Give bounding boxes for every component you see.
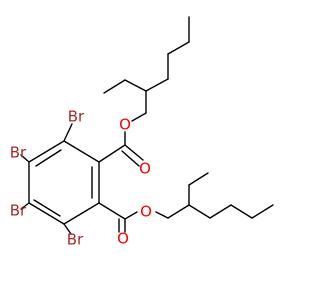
alkyl-chain-bond	[167, 41, 190, 55]
bromine-label-upper-left: Br	[10, 144, 27, 162]
ring-double-bond	[35, 149, 62, 167]
ester-oxygen-bond	[155, 211, 169, 219]
bromine-bond	[20, 202, 30, 210]
alkyl-chain-bond	[145, 78, 169, 92]
ester-bond	[98, 144, 126, 163]
oxygen-label-upper-carbonyl: O	[139, 160, 151, 178]
ring-bond	[63, 140, 100, 163]
alkyl-chain-bond	[188, 172, 209, 186]
ring-double-bond	[33, 199, 61, 217]
alkyl-chain-bond	[209, 204, 232, 219]
bromine-bond	[63, 123, 73, 142]
ring-bond	[63, 202, 100, 225]
oxygen-label-upper-ester: O	[119, 116, 131, 134]
alkyl-chain-bond	[230, 204, 253, 219]
alkyl-chain-bond	[124, 79, 147, 92]
alkyl-chain-bond	[167, 204, 190, 219]
ester-bond	[98, 202, 126, 220]
oxygen-label-lower-ester: O	[140, 203, 152, 221]
bromine-label-bottom: Br	[67, 231, 84, 249]
ester-oxygen-bond	[131, 112, 147, 122]
bromine-bond	[20, 154, 30, 163]
alkyl-chain-bond	[251, 204, 274, 219]
bond-lines	[20, 16, 274, 235]
alkyl-chain-bond	[188, 204, 211, 219]
bromine-bond	[63, 223, 72, 235]
oxygen-label-lower-carbonyl: O	[117, 230, 129, 248]
ring-bond	[28, 140, 65, 163]
ring-bond	[28, 202, 65, 225]
chemical-structure-diagram: Br Br Br Br O O O O	[10, 16, 274, 249]
carbonyl-double-bond	[124, 144, 144, 161]
ester-oxygen-bond	[124, 211, 138, 220]
carbonyl-double-bond	[121, 150, 140, 167]
alkyl-chain-bond	[103, 79, 126, 94]
bromine-label-top: Br	[68, 108, 85, 126]
bromine-label-lower-left: Br	[10, 202, 27, 220]
atom-labels: Br Br Br Br O O O O	[10, 108, 152, 249]
